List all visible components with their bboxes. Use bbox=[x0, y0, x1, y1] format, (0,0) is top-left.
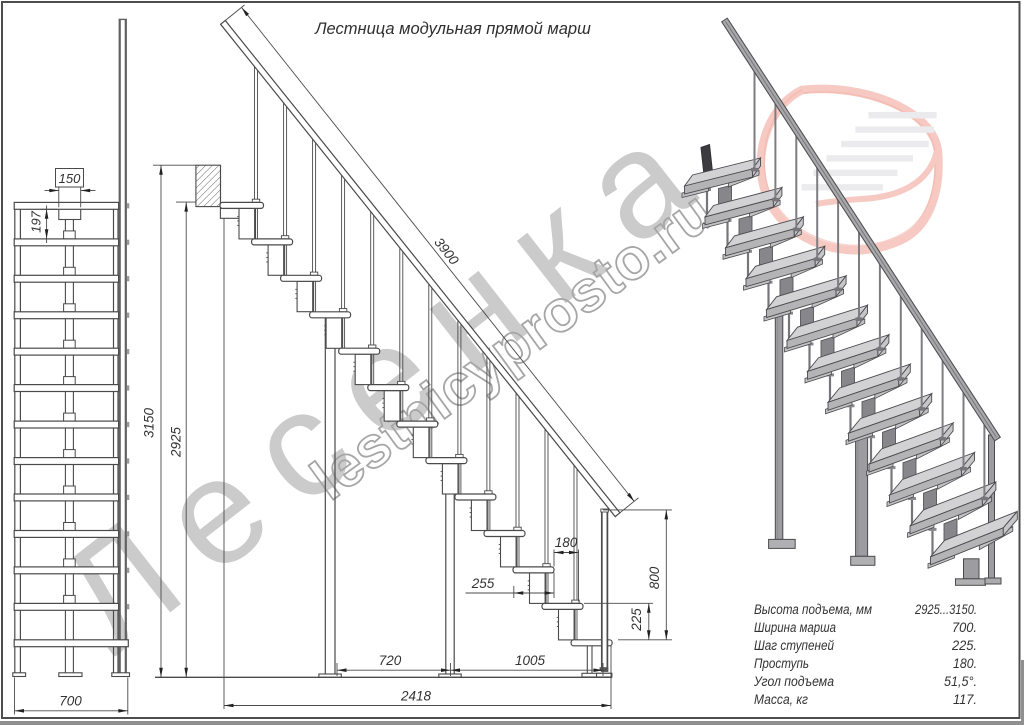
svg-text:Угол подъема: Угол подъема bbox=[753, 674, 834, 689]
svg-text:800: 800 bbox=[647, 566, 662, 589]
svg-text:Ширина марша: Ширина марша bbox=[754, 620, 836, 635]
svg-text:225: 225 bbox=[629, 608, 644, 632]
svg-text:2925: 2925 bbox=[169, 426, 184, 458]
svg-text:197: 197 bbox=[29, 210, 44, 232]
svg-text:225.: 225. bbox=[951, 638, 977, 653]
svg-text:51,5°.: 51,5°. bbox=[944, 674, 977, 689]
svg-text:720: 720 bbox=[379, 653, 402, 668]
svg-text:150: 150 bbox=[59, 171, 81, 186]
svg-text:700: 700 bbox=[59, 694, 82, 709]
svg-text:255: 255 bbox=[471, 576, 495, 591]
svg-text:Шаг ступеней: Шаг ступеней bbox=[754, 638, 834, 653]
svg-text:Масса, кг: Масса, кг bbox=[754, 692, 808, 707]
svg-text:Проступь: Проступь bbox=[754, 656, 809, 671]
svg-text:700.: 700. bbox=[952, 620, 977, 635]
svg-text:Лестница модульная прямой марш: Лестница модульная прямой марш bbox=[314, 20, 591, 38]
svg-text:180: 180 bbox=[555, 535, 578, 550]
svg-text:3150: 3150 bbox=[142, 407, 157, 438]
svg-text:180.: 180. bbox=[953, 656, 977, 671]
svg-text:2925...3150.: 2925...3150. bbox=[914, 602, 977, 617]
svg-text:Высота подъема, мм: Высота подъема, мм bbox=[754, 602, 872, 617]
svg-text:1005: 1005 bbox=[515, 653, 546, 668]
svg-text:2418: 2418 bbox=[400, 689, 432, 704]
svg-text:117.: 117. bbox=[953, 692, 977, 707]
